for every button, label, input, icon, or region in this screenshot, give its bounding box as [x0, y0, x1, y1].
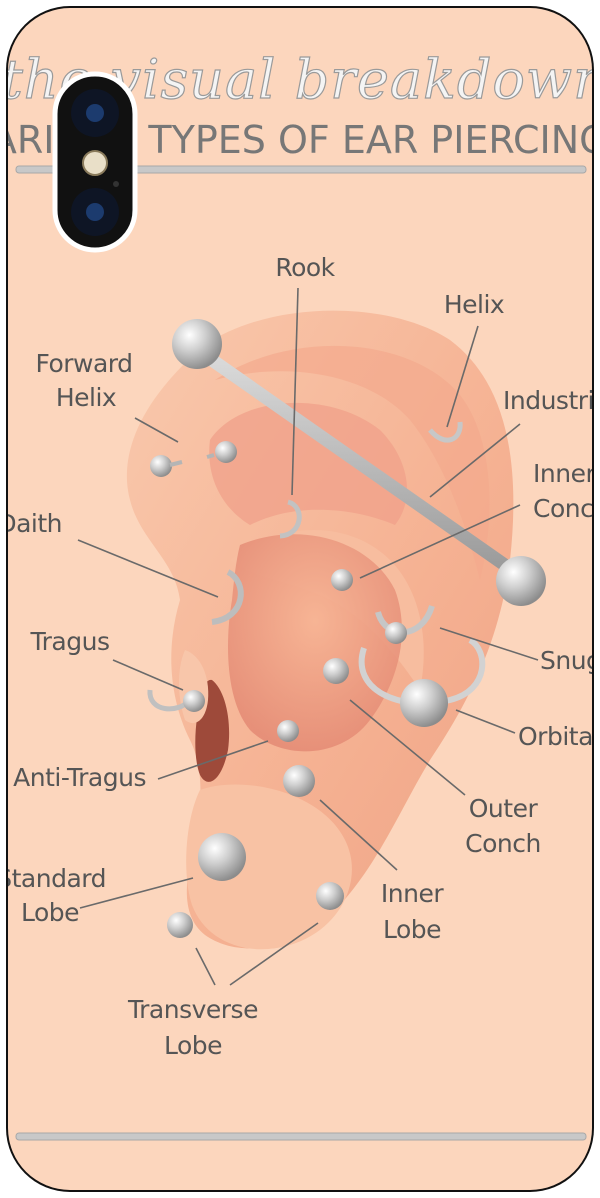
orbital-ball — [400, 679, 448, 727]
industrial-ball-bottom — [496, 556, 546, 606]
label-industrial: Industrial — [503, 386, 600, 415]
outer-conch-ball — [323, 658, 349, 684]
label-standard-lobe-line1: Standard — [0, 864, 106, 893]
label-inner-lobe-line2: Lobe — [383, 915, 441, 944]
label-orbital: Orbital — [518, 722, 599, 751]
label-daith: Daith — [0, 509, 62, 538]
label-anti-tragus: Anti-Tragus — [13, 763, 146, 792]
label-standard-lobe-line2: Lobe — [21, 898, 79, 927]
tragus-ball — [183, 690, 205, 712]
standard-lobe-ball — [198, 833, 246, 881]
label-outer-conch-line1: Outer — [469, 794, 539, 823]
inner-conch-ball — [331, 569, 353, 591]
label-helix: Helix — [444, 290, 504, 319]
transverse-lobe-ball — [167, 912, 193, 938]
anti-tragus-ball — [277, 720, 299, 742]
forward-helix-ball-1 — [150, 455, 172, 477]
label-inner-conch-line1: Inner — [533, 459, 596, 488]
label-forward-helix-line2: Helix — [56, 383, 116, 412]
label-forward-helix-line1: Forward — [35, 349, 132, 378]
forward-helix-ball-2 — [215, 441, 237, 463]
bottom-divider — [16, 1133, 586, 1140]
camera-module — [55, 74, 135, 250]
inner-lobe-ball-lower — [316, 882, 344, 910]
inner-lobe-ball-upper — [283, 765, 315, 797]
label-outer-conch-line2: Conch — [465, 829, 541, 858]
label-inner-conch-line2: Conch — [533, 494, 600, 523]
label-rook: Rook — [275, 253, 335, 282]
camera-flash — [83, 151, 107, 175]
label-inner-lobe-line1: Inner — [381, 879, 444, 908]
label-transverse-lobe-line2: Lobe — [164, 1031, 222, 1060]
label-snug: Snug — [540, 646, 600, 675]
label-tragus: Tragus — [30, 627, 110, 656]
industrial-ball-top — [172, 319, 222, 369]
camera-mic — [113, 181, 119, 187]
label-transverse-lobe-line1: Transverse — [127, 995, 258, 1024]
camera-lens-bottom-glint — [86, 203, 104, 221]
forward-helix-post-2 — [207, 455, 214, 457]
camera-lens-top-glint — [86, 104, 104, 122]
snug-ball — [385, 622, 407, 644]
